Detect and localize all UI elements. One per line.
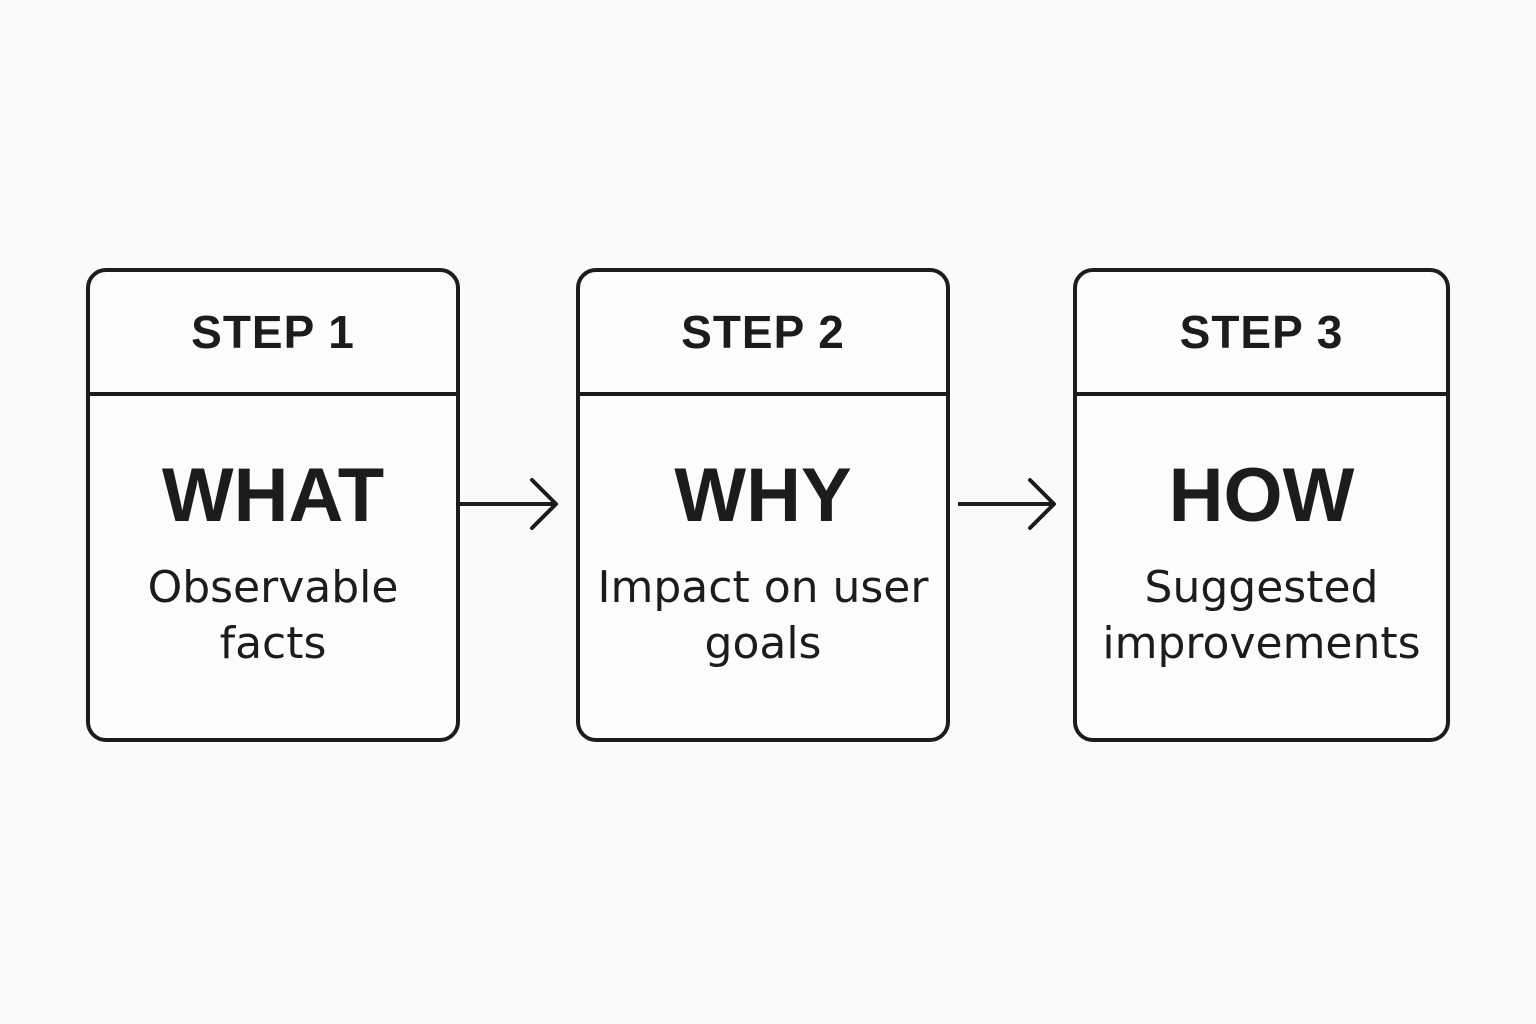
step-label: STEP 2 bbox=[681, 306, 845, 358]
step-card-body: HOW Suggested improvements bbox=[1077, 396, 1446, 672]
step-card-body: WHY Impact on user goals bbox=[580, 396, 946, 672]
step-title: WHAT bbox=[161, 453, 385, 538]
step-title: WHY bbox=[674, 453, 852, 538]
step-card-header: STEP 3 bbox=[1077, 272, 1446, 396]
step-card-how: STEP 3 HOW Suggested improvements bbox=[1073, 268, 1450, 742]
step-label: STEP 1 bbox=[191, 306, 355, 358]
step-card-body: WHAT Observable facts bbox=[90, 396, 456, 672]
step-label: STEP 3 bbox=[1179, 306, 1344, 358]
step-description: Impact on user goals bbox=[597, 562, 929, 669]
arrow-right-icon bbox=[460, 478, 558, 530]
step-description: Observable facts bbox=[147, 562, 399, 669]
step-card-why: STEP 2 WHY Impact on user goals bbox=[576, 268, 950, 742]
step-description: Suggested improvements bbox=[1102, 562, 1421, 669]
step-card-header: STEP 2 bbox=[580, 272, 946, 396]
arrow-right-icon bbox=[958, 478, 1056, 530]
step-card-what: STEP 1 WHAT Observable facts bbox=[86, 268, 460, 742]
step-title: HOW bbox=[1168, 453, 1355, 538]
step-card-header: STEP 1 bbox=[90, 272, 456, 396]
